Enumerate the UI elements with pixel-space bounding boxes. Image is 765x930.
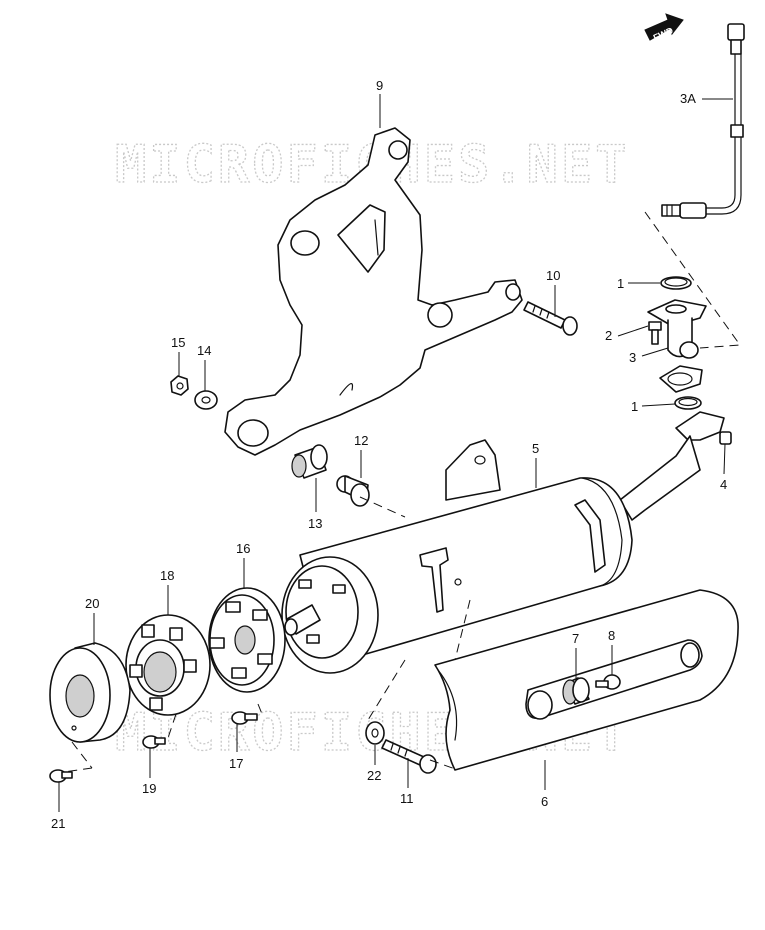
bolt-part-11 bbox=[381, 739, 437, 774]
callout-14: 14 bbox=[197, 343, 211, 358]
callout-21: 21 bbox=[51, 816, 65, 831]
callout-10: 10 bbox=[546, 268, 560, 283]
gasket-part-1-upper bbox=[660, 276, 692, 290]
callout-6: 6 bbox=[541, 794, 548, 809]
callout-9: 9 bbox=[376, 78, 383, 93]
screw-part-21 bbox=[49, 769, 73, 783]
callout-3: 3 bbox=[629, 350, 636, 365]
gasket-part-1-lower bbox=[674, 396, 702, 410]
washer-part-14 bbox=[194, 390, 218, 410]
oxygen-sensor-part-3a bbox=[661, 23, 745, 219]
callout-3a: 3A bbox=[680, 91, 696, 106]
collar-part-7 bbox=[562, 677, 590, 705]
callout-19: 19 bbox=[142, 781, 156, 796]
callout-16: 16 bbox=[236, 541, 250, 556]
callout-5: 5 bbox=[532, 441, 539, 456]
end-cap-part-20 bbox=[49, 642, 131, 743]
cap-nut-part-4 bbox=[719, 431, 732, 445]
callout-1-upper: 1 bbox=[617, 276, 624, 291]
callout-18: 18 bbox=[160, 568, 174, 583]
callout-13: 13 bbox=[308, 516, 322, 531]
callout-4: 4 bbox=[720, 477, 727, 492]
bushing-part-13 bbox=[291, 444, 328, 479]
callout-20: 20 bbox=[85, 596, 99, 611]
callout-1-lower: 1 bbox=[631, 399, 638, 414]
callout-15: 15 bbox=[171, 335, 185, 350]
bracket-part-9 bbox=[224, 127, 523, 456]
callout-11: 11 bbox=[400, 791, 414, 806]
callout-22: 22 bbox=[367, 768, 381, 783]
bolt-part-2 bbox=[648, 321, 662, 345]
tail-plate-part-16 bbox=[208, 587, 286, 693]
washer-part-22 bbox=[365, 721, 385, 745]
callout-7: 7 bbox=[572, 631, 579, 646]
forward-arrow-icon: FWD bbox=[644, 13, 684, 43]
bolt-part-10 bbox=[523, 301, 578, 336]
leader-lines bbox=[58, 94, 733, 812]
callout-2: 2 bbox=[605, 328, 612, 343]
muffler-part-5 bbox=[281, 411, 725, 674]
exhaust-flange-part-3 bbox=[647, 299, 707, 393]
screw-part-17 bbox=[231, 711, 258, 725]
screw-part-19 bbox=[142, 735, 166, 749]
assembly-lines bbox=[63, 211, 741, 773]
callout-17: 17 bbox=[229, 756, 243, 771]
collar-part-12 bbox=[336, 475, 370, 507]
baffle-part-18 bbox=[125, 614, 211, 716]
callout-8: 8 bbox=[608, 628, 615, 643]
callout-12: 12 bbox=[354, 433, 368, 448]
nut-part-15 bbox=[170, 375, 189, 396]
